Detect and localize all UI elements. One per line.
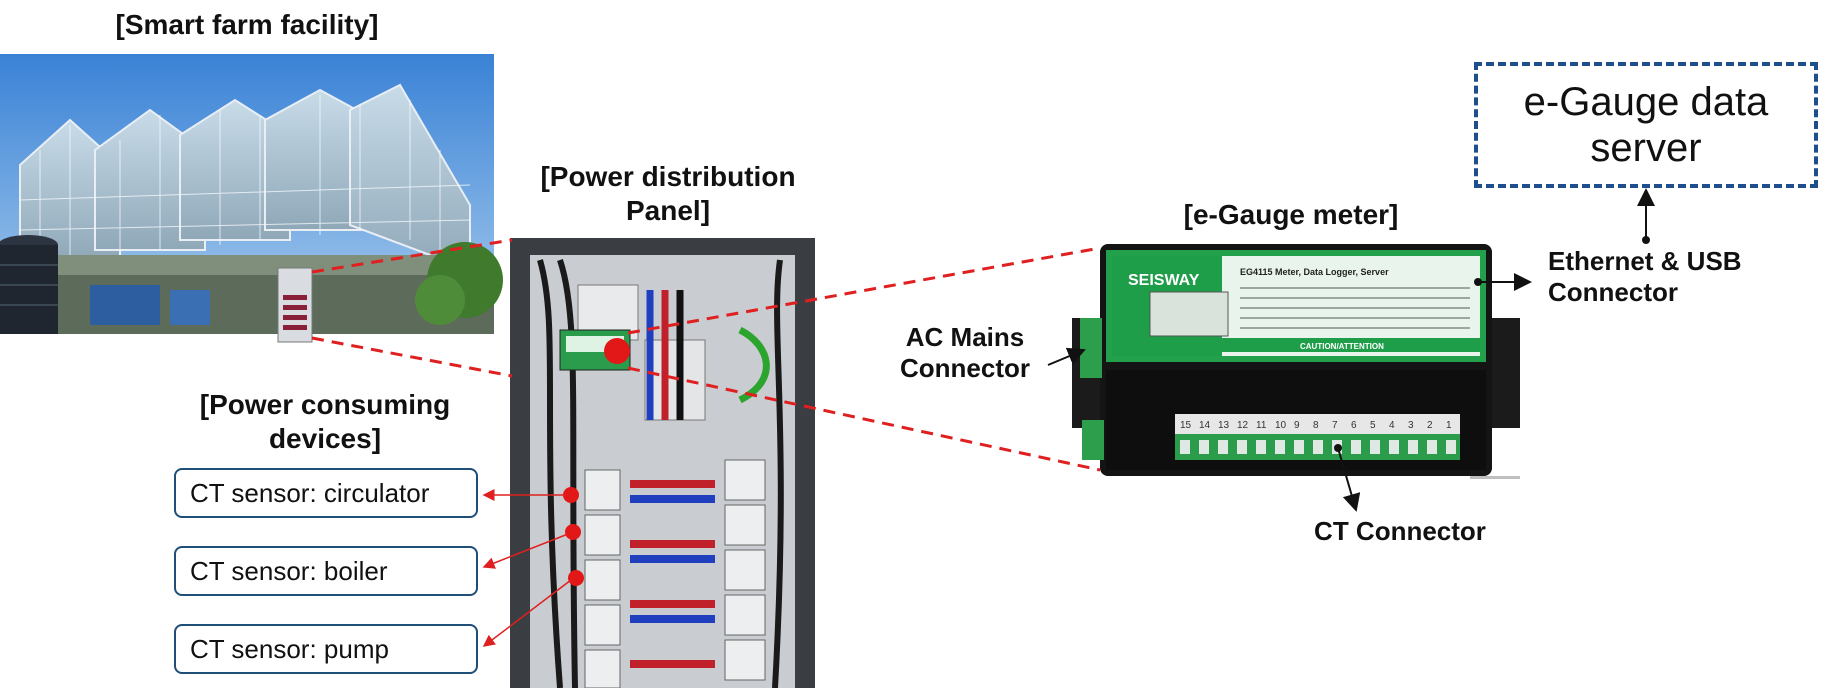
egauge-data-server-box: e-Gauge data server (1474, 62, 1818, 188)
terminal-number: 2 (1427, 420, 1433, 431)
ct-sensor-pump: CT sensor: pump (174, 624, 478, 674)
ethernet-line1: Ethernet & USB (1548, 246, 1742, 276)
terminal-number: 9 (1294, 420, 1300, 431)
consuming-devices-label: [Power consuming devices] (180, 388, 470, 455)
terminal-number: 10 (1275, 420, 1287, 431)
server-line1: e-Gauge data (1523, 80, 1769, 124)
zoom-line-meter-top (627, 246, 1101, 335)
terminal-number: 7 (1332, 420, 1338, 431)
terminal-number: 6 (1351, 420, 1357, 431)
ct-sensor-circulator: CT sensor: circulator (174, 468, 478, 518)
terminal-number: 3 (1408, 420, 1414, 431)
terminal-number: 4 (1389, 420, 1395, 431)
arrow-ac-mains (1047, 347, 1086, 366)
ethernet-usb-label: Ethernet & USB Connector (1548, 246, 1788, 308)
ct-sensor-boiler: CT sensor: boiler (174, 546, 478, 596)
ac-mains-line2: Connector (900, 353, 1030, 384)
terminal-number: 12 (1237, 420, 1249, 431)
terminal-number: 5 (1370, 420, 1376, 431)
smart-farm-label: [Smart farm facility] (115, 9, 379, 40)
arrow-pump (482, 579, 572, 647)
terminal-number: 11 (1256, 420, 1267, 431)
terminal-number: 15 (1180, 420, 1192, 431)
consuming-label-line2: devices] (268, 422, 382, 454)
terminal-number: 14 (1199, 420, 1211, 431)
ac-mains-label: AC Mains Connector (880, 322, 1050, 384)
panel-label-line1: [Power distribution (540, 161, 796, 192)
server-line2: server (1590, 126, 1702, 170)
consuming-label-line1: [Power consuming (199, 389, 451, 420)
meter-caution-text: CAUTION/ATTENTION (1300, 342, 1384, 351)
panel-label-line2: Panel] (625, 194, 711, 226)
ct-connector-label: CT Connector (1314, 516, 1486, 546)
meter-model-text: EG4115 Meter, Data Logger, Server (1240, 267, 1389, 277)
ethernet-line2: Connector (1548, 277, 1678, 308)
arrow-boiler (482, 533, 569, 569)
terminal-number: 13 (1218, 420, 1230, 431)
zoom-line-farm-top (311, 238, 513, 274)
arrow-ct-connector (1337, 447, 1361, 512)
terminal-number: 1 (1446, 420, 1452, 431)
terminal-number: 8 (1313, 420, 1319, 431)
meter-brand-text: SEISWAY (1128, 272, 1200, 289)
zoom-line-farm-bottom (311, 336, 513, 378)
ac-mains-line1: AC Mains (905, 322, 1025, 352)
panel-label: [Power distribution Panel] (518, 160, 818, 227)
egauge-meter-label: [e-Gauge meter] (1183, 199, 1399, 230)
